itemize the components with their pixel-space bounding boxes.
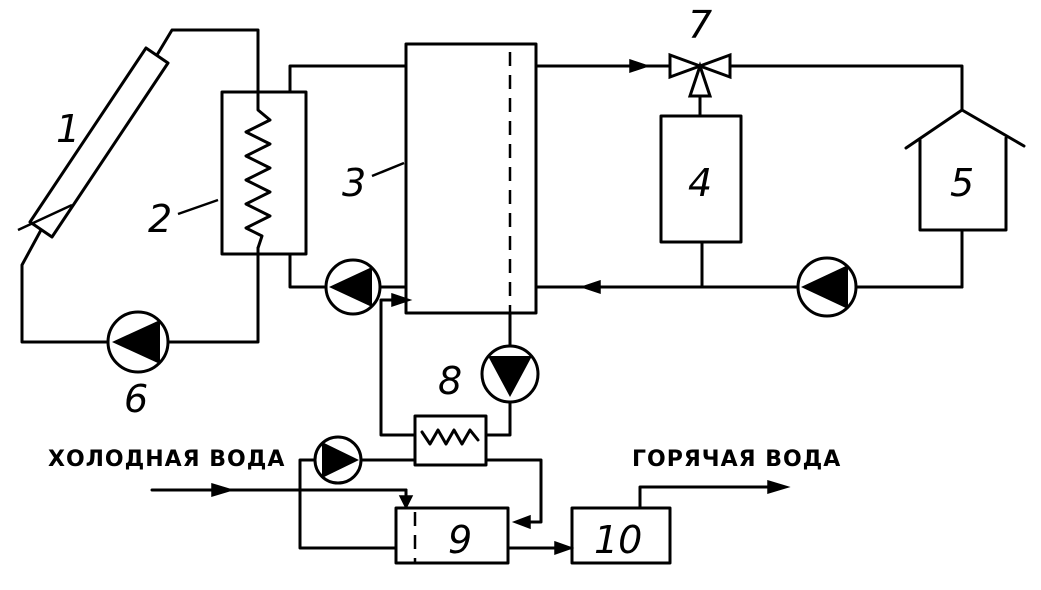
label-5: 5 — [950, 161, 974, 205]
pump-consumer-return — [796, 256, 858, 318]
label-1: 1 — [56, 107, 80, 151]
collector-loop-piping — [20, 28, 260, 344]
storage-tank — [371, 42, 538, 340]
dhw-tank-9 — [394, 506, 510, 565]
pump-cold-water — [313, 435, 363, 485]
three-way-valve — [668, 52, 732, 118]
solar-collector — [17, 46, 170, 239]
pump-6 — [106, 310, 170, 374]
cold-water-caption: ХОЛОДНАЯ ВОДА — [48, 447, 285, 472]
heat-exchanger-2 — [177, 90, 308, 256]
tank-hx8-piping — [379, 292, 512, 437]
label-4: 4 — [688, 161, 712, 205]
tank9-to-heater10 — [506, 540, 575, 556]
return-line — [534, 279, 964, 295]
house-consumer — [904, 108, 1026, 289]
supply-line — [534, 58, 964, 112]
label-3: 3 — [342, 161, 366, 205]
label-7: 7 — [688, 3, 712, 47]
hx8-to-tank9 — [484, 458, 543, 530]
hot-water-caption: ГОРЯЧАЯ ВОДА — [632, 447, 841, 472]
label-10: 10 — [594, 518, 642, 562]
auxiliary-heater — [659, 114, 743, 289]
cold-water-line — [150, 458, 417, 550]
hot-water-line — [638, 479, 791, 510]
label-9: 9 — [448, 518, 472, 562]
pump-hx-return — [324, 258, 382, 316]
label-8: 8 — [438, 359, 462, 403]
dhw-heater-10 — [570, 506, 672, 565]
heat-exchanger-8 — [413, 414, 488, 467]
label-2: 2 — [148, 197, 172, 241]
hx-to-tank-piping — [288, 64, 408, 289]
label-6: 6 — [124, 377, 148, 421]
pump-tank-to-hx8 — [480, 344, 540, 404]
